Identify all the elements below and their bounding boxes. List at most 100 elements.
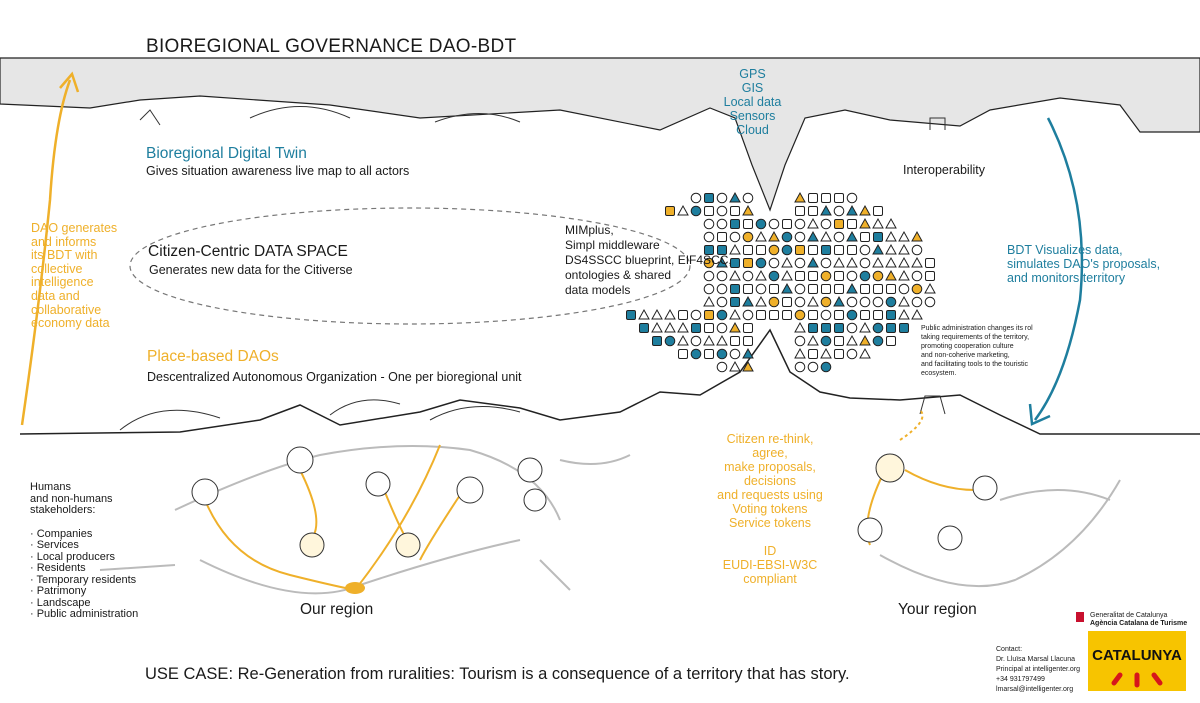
data-symbol: [742, 347, 754, 359]
data-symbol: [690, 348, 702, 360]
data-symbol: [834, 245, 844, 255]
data-symbol: [846, 334, 858, 346]
data-symbol: [703, 218, 715, 230]
contact-line: lmarsal@intelligenter.org: [996, 686, 1074, 693]
data-symbol: [716, 205, 728, 217]
top-hill-sketch: [139, 106, 946, 130]
data-symbol: [730, 336, 740, 346]
data-symbol: [860, 232, 870, 242]
data-symbol: [820, 335, 832, 347]
stakeholders-block: Humans and non-humans stakeholders: · Co…: [30, 481, 138, 621]
data-symbol: [872, 217, 884, 229]
data-symbol: [756, 245, 766, 255]
data-symbol: [859, 347, 871, 359]
data-symbol: [846, 322, 858, 334]
data-symbol: [756, 310, 766, 320]
data-symbol: [716, 334, 728, 346]
data-symbol: [872, 256, 884, 268]
data-symbol: [755, 218, 767, 230]
contact-line: Dr. Lluïsa Marsal Llacuna: [996, 656, 1075, 663]
our-region-label: Our region: [300, 601, 374, 618]
data-symbol: [703, 283, 715, 295]
data-symbol: [664, 335, 676, 347]
data-symbol: [846, 230, 858, 242]
data-symbol: [795, 245, 805, 255]
daos-title: Place-based DAOs: [147, 348, 279, 365]
data-symbol: [794, 309, 806, 321]
data-symbol: [847, 219, 857, 229]
list-item: · Companies: [30, 527, 93, 540]
your-region-network: [866, 409, 1121, 588]
data-symbol: [677, 204, 689, 216]
data-symbol: [860, 284, 870, 294]
left-loop-line: its BDT with: [31, 248, 98, 263]
data-symbol: [808, 323, 818, 333]
data-symbol: [716, 296, 728, 308]
public-admin-note: Public administration changes its rol ta…: [921, 324, 1033, 378]
left-loop-text: DAO generates and informs its BDT with c…: [31, 221, 117, 331]
id-text: ID EUDI-EBSI-W3C compliant: [715, 544, 825, 586]
citizen-line: Voting tokens: [732, 502, 808, 516]
id-line: EUDI-EBSI-W3C: [722, 558, 818, 572]
data-symbol: [664, 321, 676, 333]
data-symbol: [846, 309, 858, 321]
data-symbol: [820, 309, 832, 321]
stakeholders-heading: and non-humans: [30, 492, 113, 505]
data-symbol: [717, 232, 727, 242]
data-symbol: [794, 347, 806, 359]
data-symbol: [755, 257, 767, 269]
left-loop-line: intelligence: [31, 275, 94, 290]
our-region-network: [99, 444, 631, 595]
data-symbol: [898, 308, 910, 320]
data-symbol: [716, 218, 728, 230]
data-source-gis: GIS: [741, 81, 764, 95]
data-symbol: [768, 257, 780, 269]
data-symbol: [820, 270, 832, 282]
list-item: · Residents: [30, 562, 86, 574]
data-symbol-cloud: [626, 191, 936, 373]
data-symbol: [795, 206, 805, 216]
interoperability-label: Interoperability: [903, 163, 985, 177]
public-admin-line: promoting cooperation culture: [921, 343, 1014, 350]
data-symbol: [704, 206, 714, 216]
data-symbol: [885, 269, 897, 281]
data-symbol: [807, 295, 819, 307]
data-space-subtitle: Generates new data for the Citiverse: [149, 263, 353, 277]
data-symbol: [846, 256, 858, 268]
data-symbol: [716, 283, 728, 295]
data-source-cloud: Cloud: [736, 123, 769, 137]
data-symbol: [703, 334, 715, 346]
data-symbol: [729, 243, 741, 255]
gov-logo-line: Agència Catalana de Turisme: [1090, 620, 1188, 627]
data-symbol: [768, 296, 780, 308]
data-symbol: [716, 256, 728, 268]
data-symbol: [729, 321, 741, 333]
data-symbol: [886, 310, 896, 320]
data-symbol: [677, 334, 689, 346]
data-symbol: [925, 258, 935, 268]
data-symbol: [820, 347, 832, 359]
your-region-nodes: [857, 453, 998, 551]
data-symbol: [821, 193, 831, 203]
data-symbol: [781, 282, 793, 294]
data-space-title: Citizen-Centric DATA SPACE: [148, 243, 348, 260]
data-symbol: [808, 193, 818, 203]
data-symbol: [678, 310, 688, 320]
data-symbol: [730, 206, 740, 216]
data-symbol: [743, 323, 753, 333]
contact-block: Contact: Dr. Lluïsa Marsal Llacuna Princ…: [996, 645, 1080, 695]
data-symbol: [873, 310, 883, 320]
data-symbol: [716, 361, 728, 373]
data-symbol: [821, 245, 831, 255]
citizen-line: and requests using: [717, 488, 823, 502]
data-symbol: [808, 271, 818, 281]
data-symbol: [794, 296, 806, 308]
list-item: · Local producers: [30, 550, 115, 563]
data-symbol: [742, 231, 754, 243]
data-symbol: [795, 271, 805, 281]
data-symbol: [794, 218, 806, 230]
citizen-line: make proposals,: [724, 460, 816, 474]
left-loop-line: collective: [31, 261, 83, 276]
data-symbol: [716, 309, 728, 321]
data-symbol: [690, 192, 702, 204]
